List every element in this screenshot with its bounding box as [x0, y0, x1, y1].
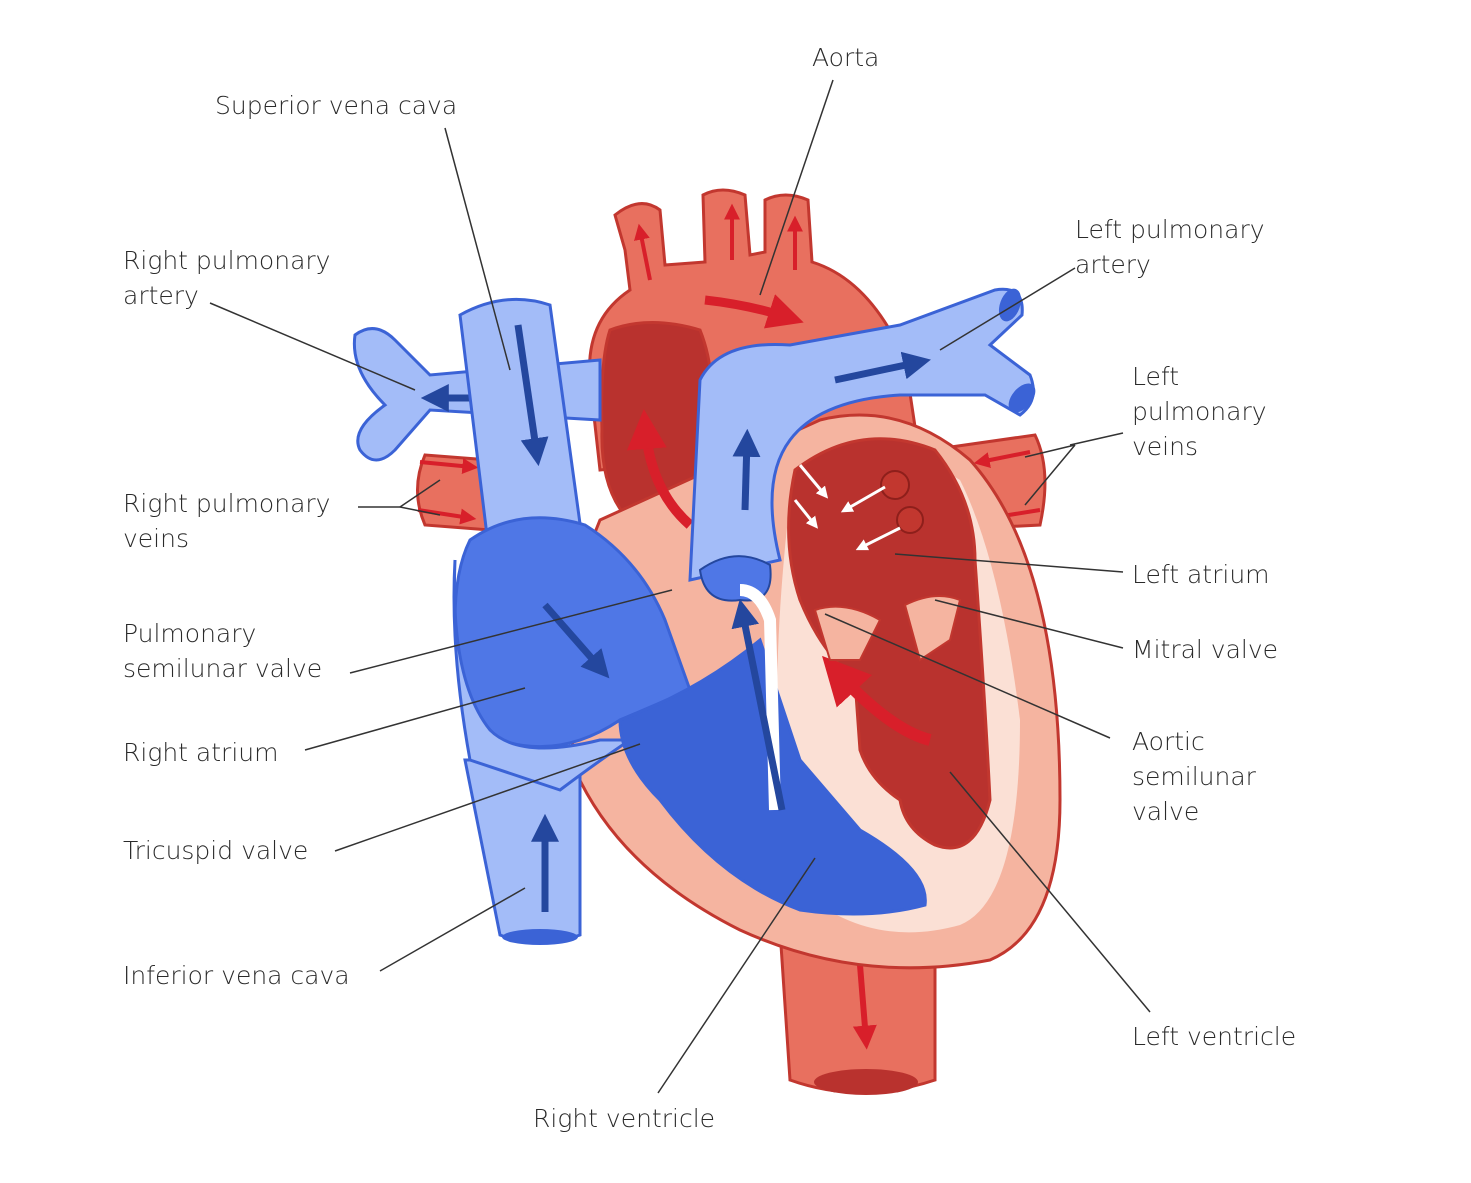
- label-inferior-vena-cava-line: Inferior vena cava: [123, 961, 350, 990]
- label-left-pulmonary-veins-line1: Left: [1132, 362, 1180, 391]
- label-aortic-semilunar-valve-line1: Aortic: [1132, 727, 1205, 756]
- label-right-pulmonary-veins-line1: Right pulmonary: [123, 489, 331, 518]
- label-aorta: Aorta: [812, 40, 879, 75]
- label-tricuspid-valve-line: Tricuspid valve: [123, 836, 309, 865]
- label-right-atrium-line: Right atrium: [123, 738, 279, 767]
- descending-aorta: [778, 928, 937, 1095]
- label-right-atrium: Right atrium: [123, 735, 278, 770]
- label-right-ventricle: Right ventricle: [533, 1101, 715, 1136]
- label-left-pulmonary-artery-line1: Left pulmonary: [1075, 215, 1265, 244]
- label-right-pulmonary-artery-line1: Right pulmonary: [123, 246, 331, 275]
- label-left-pulmonary-veins-line2: pulmonary: [1132, 397, 1267, 426]
- label-pulmonary-semilunar-valve: Pulmonary semilunar valve: [123, 616, 322, 686]
- label-mitral-valve-line: Mitral valve: [1132, 635, 1279, 664]
- label-left-ventricle-line: Left ventricle: [1132, 1022, 1297, 1051]
- right-pulmonary-veins: [416, 453, 492, 532]
- label-left-atrium: Left atrium: [1132, 557, 1270, 592]
- label-right-pulmonary-artery-line2: artery: [123, 281, 199, 310]
- label-superior-vena-cava: Superior vena cava: [215, 88, 457, 123]
- label-left-atrium-line: Left atrium: [1132, 560, 1270, 589]
- label-mitral-valve: Mitral valve: [1132, 632, 1278, 667]
- superior-vena-cava-vessel: [458, 297, 587, 562]
- left-chambers: [626, 409, 992, 850]
- label-inferior-vena-cava: Inferior vena cava: [123, 958, 350, 993]
- inferior-vena-cava-vessel: [463, 758, 582, 945]
- label-left-ventricle: Left ventricle: [1132, 1019, 1296, 1054]
- label-left-pulmonary-veins-line3: veins: [1132, 432, 1198, 461]
- label-right-pulmonary-veins: Right pulmonary veins: [123, 486, 330, 556]
- right-chambers: [452, 516, 927, 916]
- label-left-pulmonary-artery-line2: artery: [1075, 250, 1151, 279]
- label-aortic-semilunar-valve-line3: valve: [1132, 797, 1200, 826]
- label-aortic-semilunar-valve-line2: semilunar: [1132, 762, 1256, 791]
- label-pulmonary-semilunar-valve-line2: semilunar valve: [123, 654, 323, 683]
- label-aortic-semilunar-valve: Aortic semilunar valve: [1132, 724, 1256, 829]
- label-left-pulmonary-veins: Left pulmonary veins: [1132, 359, 1267, 464]
- label-superior-vena-cava-line: Superior vena cava: [215, 91, 458, 120]
- label-left-pulmonary-artery: Left pulmonary artery: [1075, 212, 1265, 282]
- leader-lines: [209, 79, 1151, 1094]
- label-tricuspid-valve: Tricuspid valve: [123, 833, 308, 868]
- pulmonary-trunk: [688, 287, 1036, 582]
- label-aorta-line: Aorta: [812, 43, 880, 72]
- label-right-pulmonary-artery: Right pulmonary artery: [123, 243, 330, 313]
- label-right-ventricle-line: Right ventricle: [533, 1104, 716, 1133]
- label-right-pulmonary-veins-line2: veins: [123, 524, 189, 553]
- label-pulmonary-semilunar-valve-line1: Pulmonary: [123, 619, 257, 648]
